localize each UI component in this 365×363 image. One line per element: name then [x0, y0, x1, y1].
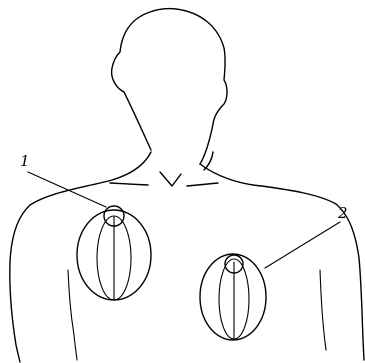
label-2: 2 — [337, 204, 348, 222]
probe-2 — [200, 254, 266, 340]
head-outline — [112, 9, 227, 170]
leader-line-1 — [28, 172, 106, 207]
label-1: 1 — [20, 152, 30, 170]
right-collarbone-mark — [187, 183, 218, 186]
right-arm-inner-line — [320, 270, 326, 350]
left-arm-inner-line — [68, 270, 77, 360]
leader-line-2 — [265, 222, 340, 268]
probe-1 — [77, 206, 151, 300]
v-neck-mark — [160, 172, 181, 186]
probe-2-outer-ellipse — [200, 254, 266, 340]
left-collarbone-mark — [110, 183, 148, 185]
